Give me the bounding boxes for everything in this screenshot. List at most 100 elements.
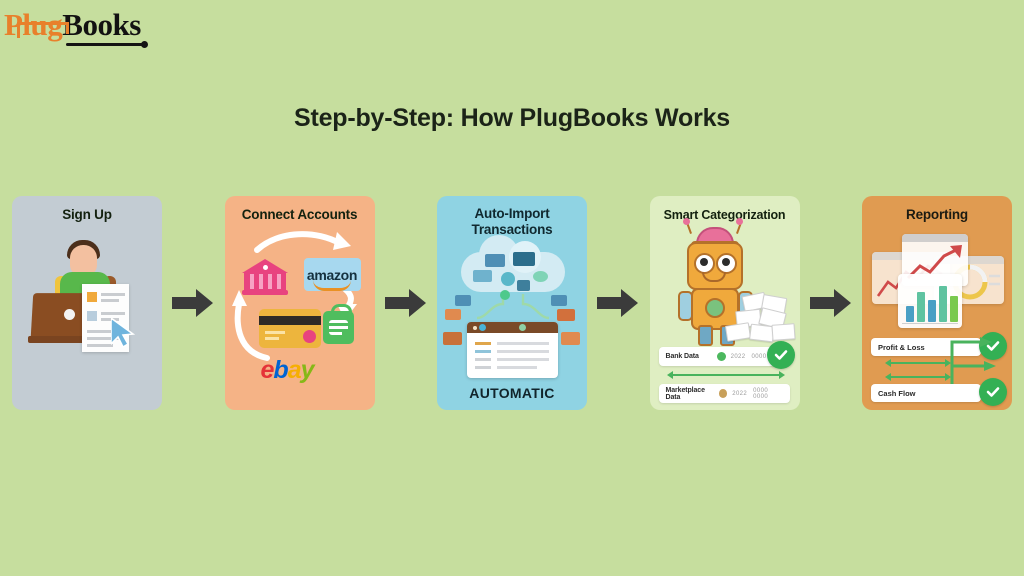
arrow-curve-left-icon [231, 290, 270, 361]
row-label: Bank Data [665, 353, 699, 360]
row-label: Profit & Loss [878, 342, 925, 352]
row-number: 0000 0000 [753, 387, 769, 400]
logo-wordmark: PlugBooks [4, 8, 164, 42]
row-status-chip-icon [718, 389, 728, 398]
form-text-line [101, 318, 119, 321]
automatic-label: AUTOMATIC [469, 385, 555, 401]
ebay-letter-e: e [260, 356, 275, 384]
page-title: Step-by-Step: How PlugBooks Works [293, 104, 731, 132]
workflow-steps: Sign Up Connect Accounts [12, 196, 1012, 410]
transaction-card-icon [517, 280, 530, 291]
amazon-logo-icon: amazon [303, 258, 361, 291]
link-arrow-icon [885, 373, 951, 381]
laptop-logo-icon [64, 309, 75, 320]
step-title-auto-import-line2: Transactions [471, 222, 553, 237]
bank-icon [241, 259, 288, 297]
sync-dot-icon [500, 290, 510, 300]
ebay-letter-b: b [273, 356, 288, 384]
transaction-card-icon [455, 295, 471, 306]
flow-arrow-3 [587, 196, 650, 410]
robot-antenna-ball-icon [735, 218, 743, 225]
import-flow-lines-icon [476, 294, 550, 320]
refresh-icon [501, 272, 515, 286]
step-card-smart-categorization[interactable]: Smart Categorization Bank Data 2022 0000 [649, 196, 800, 410]
status-dot-icon [479, 324, 486, 331]
bar-chart-panel [898, 274, 962, 328]
step-title-connect-accounts: Connect Accounts [241, 207, 358, 222]
flow-arrow-4 [800, 196, 863, 410]
robot-leg-left-icon [697, 325, 713, 346]
step-card-sign-up[interactable]: Sign Up [12, 196, 162, 410]
step-card-reporting[interactable]: Reporting [862, 196, 1012, 410]
form-text-line [87, 330, 125, 333]
receipt-icon [748, 323, 775, 343]
form-text-line [87, 344, 113, 347]
robot-pupil-right-icon [721, 258, 730, 266]
brand-logo[interactable]: PlugBooks [4, 8, 164, 50]
transaction-card-icon [513, 252, 535, 266]
row-year: 2022 [730, 353, 746, 360]
check-icon [986, 341, 1000, 351]
row-status-chip-icon [716, 352, 726, 361]
window-titlebar [467, 322, 558, 333]
row-label: Marketplace Data [665, 386, 705, 401]
flow-arrow-1 [162, 196, 225, 410]
link-arrow-icon [885, 359, 951, 367]
amazon-label: amazon [306, 266, 358, 283]
arrow-curve-top-icon [253, 231, 351, 253]
form-checkbox-filled-icon [87, 292, 97, 302]
step-card-connect-accounts[interactable]: Connect Accounts amazon [224, 196, 375, 410]
form-text-line [101, 312, 125, 315]
check-icon [774, 350, 787, 360]
robot-pupil-left-icon [699, 258, 708, 266]
form-text-line [101, 299, 119, 302]
transaction-card-icon [561, 332, 580, 345]
ebay-logo-icon: ebay [260, 356, 315, 385]
step-title-auto-import-line1: Auto-Import [474, 206, 550, 221]
robot-mouth-icon [701, 272, 726, 282]
trend-up-arrow-icon [906, 245, 962, 280]
flow-arrow-2 [375, 196, 438, 410]
amazon-swoosh-icon [312, 280, 351, 291]
transactions-window [467, 322, 558, 378]
status-badge-checked-profit-loss [979, 332, 1007, 360]
logo-books-text: Books [62, 7, 141, 42]
step-title-reporting: Reporting [906, 207, 968, 222]
ebay-letter-y: y [300, 356, 315, 384]
person-head-icon [70, 245, 97, 276]
link-arrow-icon [666, 371, 785, 379]
table-row-marketplace-data[interactable]: Marketplace Data 2022 0000 0000 [658, 384, 790, 403]
shopping-bag-lines-icon [328, 320, 348, 335]
status-dot-icon [519, 324, 526, 331]
transaction-card-icon [551, 295, 567, 306]
laptop-base-icon [28, 336, 114, 343]
row-year: 2022 [732, 390, 748, 397]
arrow-right-icon [384, 289, 426, 317]
report-row-cash-flow[interactable]: Cash Flow [871, 384, 981, 402]
transaction-card-icon [445, 309, 461, 320]
status-badge-checked-bank [766, 341, 795, 369]
step-card-auto-import[interactable]: Auto-Import Transactions [437, 196, 587, 410]
form-text-line [87, 337, 125, 340]
step-title-sign-up: Sign Up [62, 207, 112, 222]
logo-cord-icon [66, 41, 148, 48]
robot-chest-panel-icon [704, 298, 725, 318]
robot-antenna-ball-icon [682, 218, 690, 225]
transaction-card-icon [473, 270, 492, 282]
logo-plug-prong-icon [17, 22, 69, 38]
transaction-card-icon [443, 332, 462, 345]
transaction-card-icon [557, 309, 575, 321]
check-icon [986, 387, 1000, 397]
sync-badge-icon [533, 271, 548, 282]
credit-card-icon [258, 309, 321, 348]
step-title-smart-categorization: Smart Categorization [663, 208, 786, 222]
step-title-auto-import: Auto-Import Transactions [437, 206, 587, 238]
arrow-right-icon [809, 289, 851, 317]
arrow-right-icon [172, 289, 214, 317]
form-text-line [101, 293, 125, 296]
receipt-icon [770, 323, 796, 341]
status-badge-checked-cash-flow [979, 378, 1007, 406]
receipt-icon [724, 322, 751, 342]
ebay-letter-a: a [287, 356, 302, 384]
arrow-right-icon [597, 289, 639, 317]
